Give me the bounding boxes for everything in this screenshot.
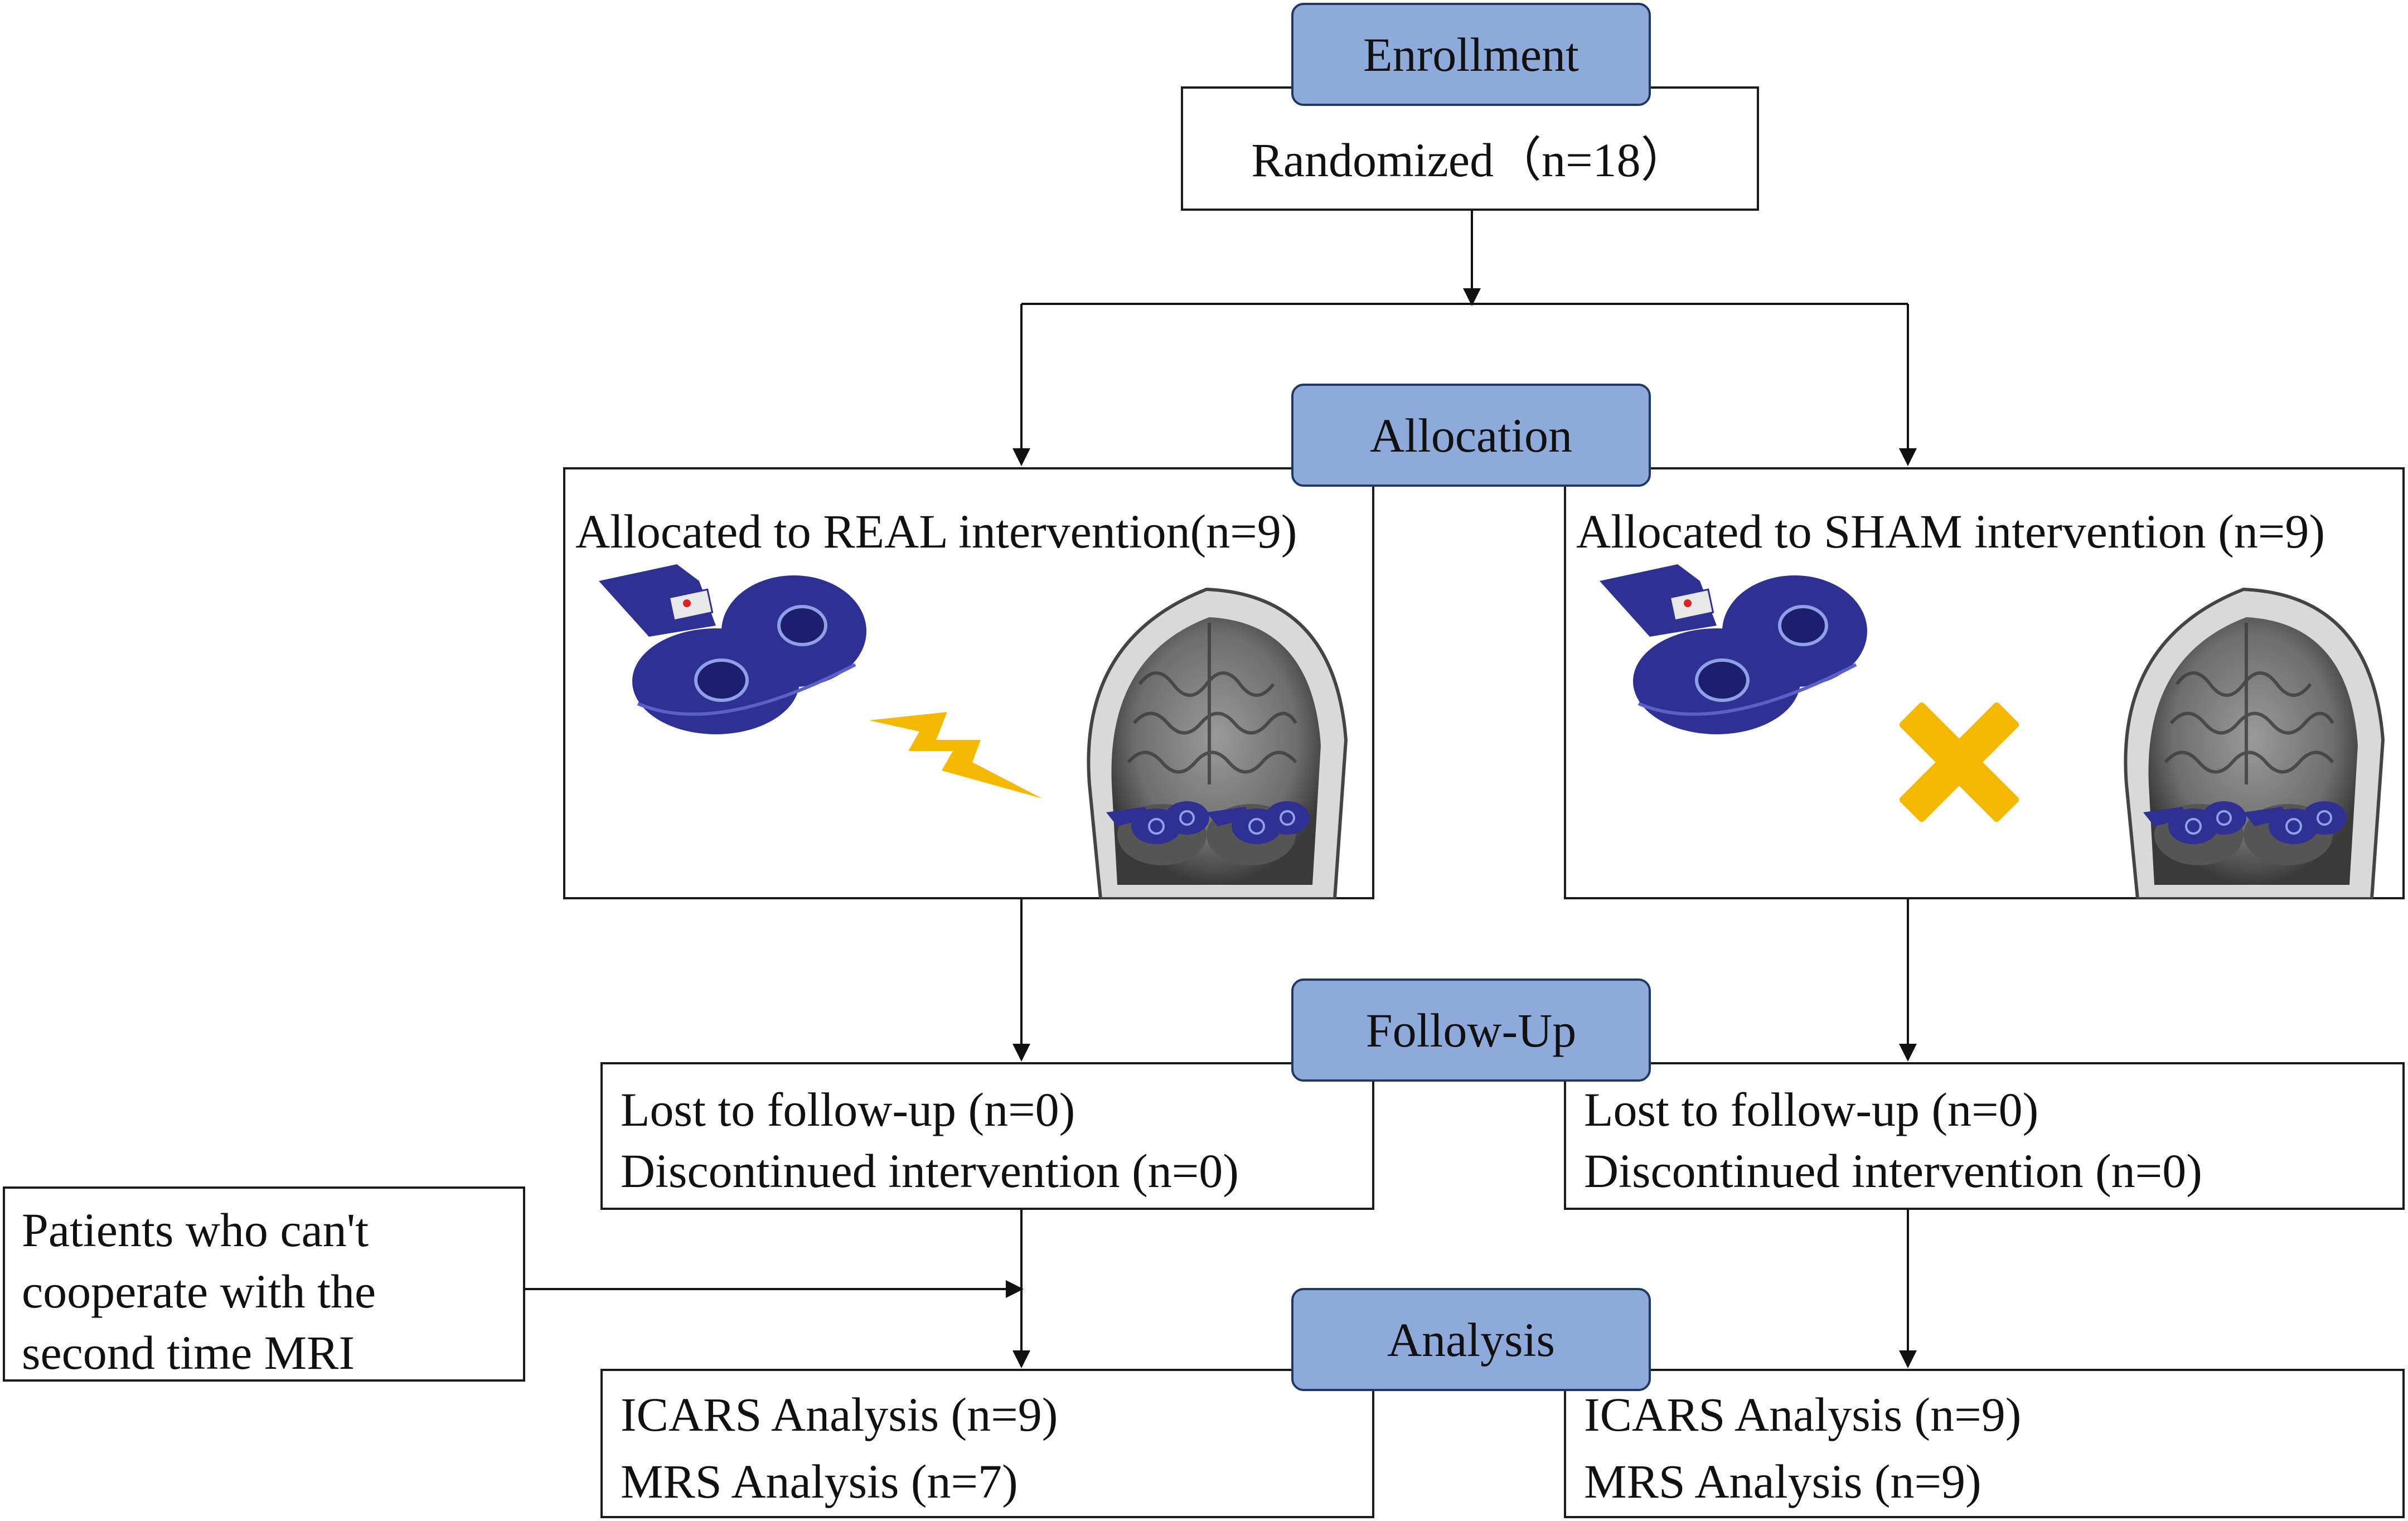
excluded-note-line-2: cooperate with the xyxy=(22,1265,376,1318)
lightning-bolt-icon xyxy=(869,712,1042,798)
sham-followup-line-1: Lost to follow-up (n=0) xyxy=(1584,1083,2039,1136)
brain-mri-icon xyxy=(1087,587,1348,899)
real-allocation-box: Allocated to REAL intervention(n=9) xyxy=(563,467,1374,899)
real-analysis-box: ICARS Analysis (n=9) MRS Analysis (n=7) xyxy=(600,1369,1374,1518)
phase-analysis: Analysis xyxy=(1291,1288,1651,1391)
real-followup-line-2: Discontinued intervention (n=0) xyxy=(621,1144,1239,1198)
sham-allocation-title: Allocated to SHAM intervention (n=9) xyxy=(1576,505,2325,558)
phase-enrollment: Enrollment xyxy=(1291,3,1651,106)
randomized-box: Randomized（n=18） xyxy=(1181,86,1759,211)
brain-mri-icon xyxy=(2124,587,2385,899)
phase-allocation: Allocation xyxy=(1291,384,1651,487)
tms-coil-icon xyxy=(599,564,866,734)
excluded-note-line-3: second time MRI xyxy=(22,1326,355,1379)
real-followup-line-1: Lost to follow-up (n=0) xyxy=(621,1083,1075,1136)
real-analysis-line-1: ICARS Analysis (n=9) xyxy=(621,1388,1058,1441)
sham-analysis-line-2: MRS Analysis (n=9) xyxy=(1584,1455,1981,1508)
excluded-note-line-1: Patients who can't xyxy=(22,1203,369,1257)
randomized-label: Randomized（n=18） xyxy=(1251,133,1689,187)
phase-followup: Follow-Up xyxy=(1291,979,1651,1082)
real-followup-box: Lost to follow-up (n=0) Discontinued int… xyxy=(600,1062,1374,1210)
sham-analysis-box: ICARS Analysis (n=9) MRS Analysis (n=9) xyxy=(1564,1369,2405,1518)
cross-x-icon xyxy=(1899,702,2019,822)
real-analysis-line-2: MRS Analysis (n=7) xyxy=(621,1455,1018,1508)
sham-followup-box: Lost to follow-up (n=0) Discontinued int… xyxy=(1564,1062,2405,1210)
real-allocation-title: Allocated to REAL intervention(n=9) xyxy=(575,505,1297,558)
sham-allocation-box: Allocated to SHAM intervention (n=9) xyxy=(1564,467,2405,899)
sham-analysis-line-1: ICARS Analysis (n=9) xyxy=(1584,1388,2022,1441)
excluded-note-box: Patients who can't cooperate with the se… xyxy=(3,1186,525,1382)
sham-followup-line-2: Discontinued intervention (n=0) xyxy=(1584,1144,2202,1198)
tms-coil-icon xyxy=(1600,564,1867,734)
